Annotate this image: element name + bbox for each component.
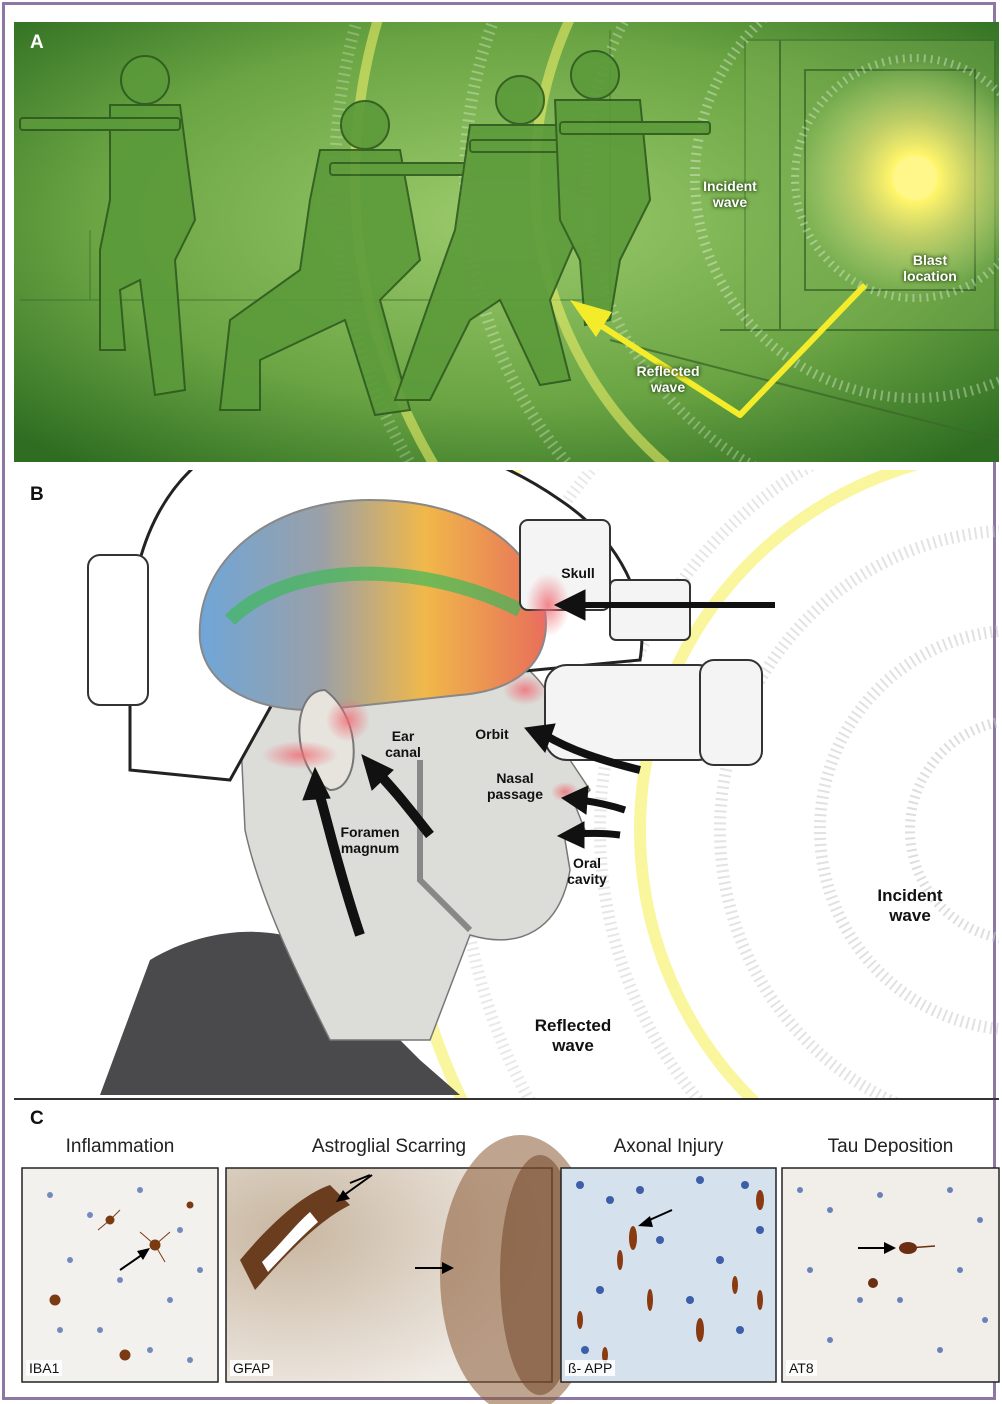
at8-stain-label: AT8 <box>786 1360 817 1376</box>
micrograph-at8 <box>782 1168 999 1382</box>
beta-app-stain-label: ß- APP <box>565 1360 615 1376</box>
micrograph-beta-app <box>561 1168 776 1382</box>
iba1-stain-label: IBA1 <box>26 1360 62 1376</box>
gfap-stain-label: GFAP <box>230 1360 273 1376</box>
micrograph-iba1 <box>22 1168 218 1382</box>
micrograph-gfap <box>226 1135 600 1404</box>
